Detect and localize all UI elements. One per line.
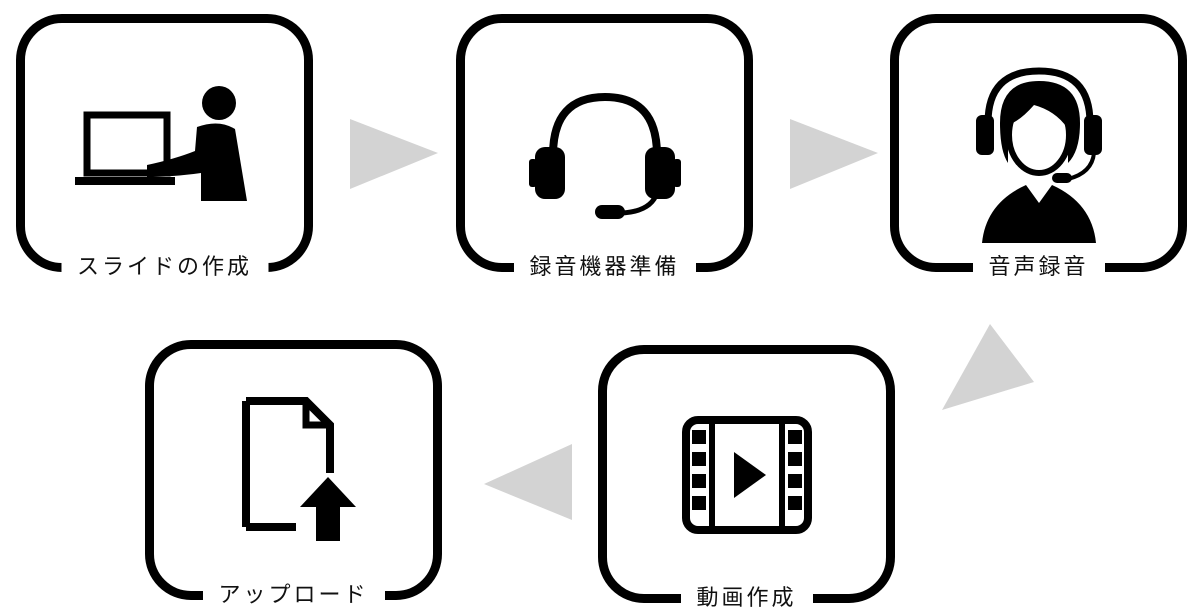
step-label: アップロード	[202, 579, 385, 613]
operator-headset-icon	[899, 63, 1178, 243]
flow-arrow-right	[790, 119, 878, 189]
step-card-voice-recording: 音声録音	[890, 14, 1187, 285]
flow-arrow-left	[484, 444, 572, 520]
step-card-slide-creation: スライドの作成	[16, 14, 313, 285]
flow-arrow-down-left	[942, 324, 1034, 410]
step-label: 音声録音	[972, 251, 1105, 285]
step-label: 録音機器準備	[513, 251, 696, 285]
headset-icon	[465, 83, 744, 223]
step-label: 動画作成	[680, 582, 813, 616]
person-laptop-icon	[25, 85, 304, 215]
step-card-recording-equipment: 録音機器準備	[456, 14, 753, 285]
step-card-upload: アップロード	[145, 340, 442, 613]
video-file-icon	[607, 416, 886, 534]
step-card-video-creation: 動画作成	[598, 345, 895, 616]
flow-arrow-right	[350, 119, 438, 189]
file-upload-icon	[154, 391, 433, 551]
step-label: スライドの作成	[60, 251, 269, 285]
